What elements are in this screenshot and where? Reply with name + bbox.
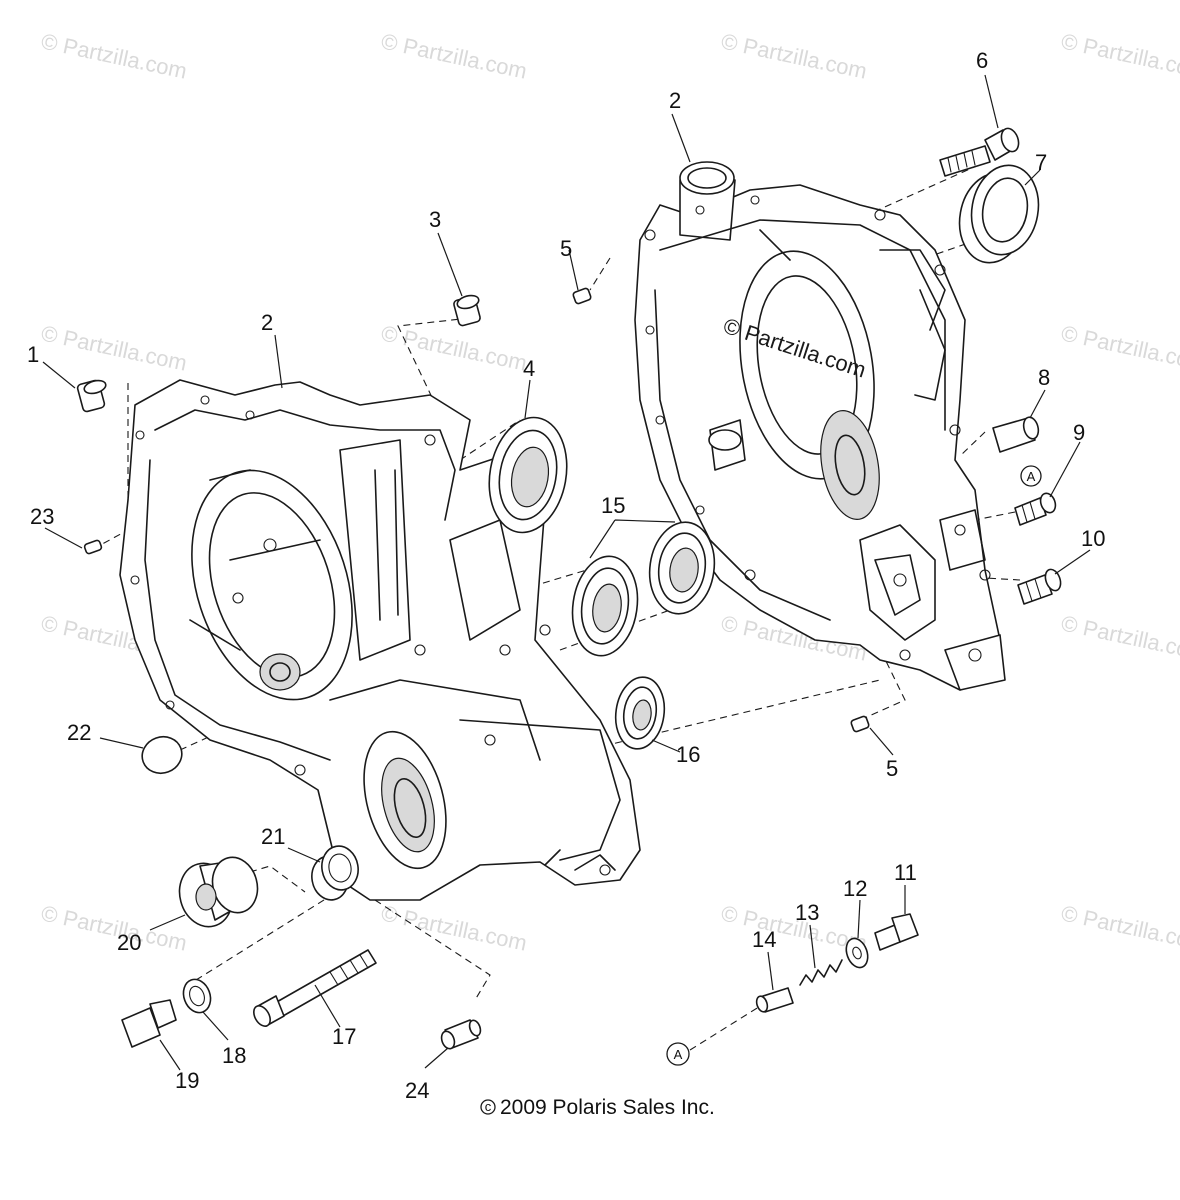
callout-19: 19 [175,1068,199,1093]
copyright-text: 2009 Polaris Sales Inc. [500,1096,715,1119]
part-24-fitting [440,1019,482,1050]
watermark: © Partzilla.com [379,28,529,83]
copyright-symbol: c [485,1099,492,1114]
part-17-long-bolt [253,949,377,1027]
watermark: © Partzilla.com [1059,28,1180,83]
part-23-pin [83,539,103,555]
part-9-fitting [1014,492,1057,526]
part-16-bearing [614,676,666,750]
callout-15: 15 [601,493,625,518]
callout-8: 8 [1038,365,1050,390]
part-22-cap [141,735,183,775]
callout-12: 12 [843,876,867,901]
watermark: © Partzilla.com [719,28,869,83]
callout-10: 10 [1081,526,1105,551]
part-3-dowel [453,294,481,327]
callout-5: 5 [886,756,898,781]
watermark: © Partzilla.com [1059,900,1180,955]
callout-5: 5 [560,236,572,261]
callout-9: 9 [1073,420,1085,445]
callout-17: 17 [332,1024,356,1049]
watermark: © Partzilla.com [379,900,529,955]
part-15-bearing-b [648,521,716,615]
watermark: © Partzilla.com [379,320,529,375]
part-4-bearing [488,416,568,534]
part-14-plunger [755,987,794,1013]
part-6-bolt [939,127,1020,177]
part-8-dowel [992,416,1040,453]
copyright-line: c 2009 Polaris Sales Inc. [480,1096,715,1119]
part-12-washer [845,937,869,969]
callout-4: 4 [523,356,535,381]
reference-marker-letter: A [674,1047,683,1062]
part-1-bushing [76,379,107,413]
part-7-seal [958,164,1040,264]
watermark: © Partzilla.com [39,900,189,955]
callout-21: 21 [261,824,285,849]
watermark: © Partzilla.com [1059,610,1180,665]
callout-18: 18 [222,1043,246,1068]
watermark: © Partzilla.com [1059,320,1180,375]
callout-14: 14 [752,927,776,952]
part-5-pin-upper [572,287,592,305]
callout-3: 3 [429,207,441,232]
reference-marker-letter: A [1027,469,1036,484]
part-11-bolt [874,913,919,951]
part-20-plug [178,856,259,928]
callout-1: 1 [27,342,39,367]
callout-11: 11 [894,860,917,885]
part-13-spring [799,959,843,986]
callout-2: 2 [261,310,273,335]
callout-13: 13 [795,900,819,925]
callout-labels: 1 2 2 3 4 5 5 6 7 8 9 10 11 12 13 14 15 … [27,48,1105,1103]
callout-2: 2 [669,88,681,113]
reference-marker-upper: A [1020,465,1042,487]
callout-20: 20 [117,930,141,955]
leader-lines [42,74,1091,1071]
callout-16: 16 [676,742,700,767]
callout-22: 22 [67,720,91,745]
callout-6: 6 [976,48,988,73]
callout-24: 24 [405,1078,429,1103]
part-18-washer [182,978,212,1014]
callout-7: 7 [1035,150,1047,175]
part-15-bearing-a [571,555,639,657]
part-5-pin-lower [850,715,870,733]
part-19-drain-plug [121,999,177,1048]
reference-marker-lower: A [666,1042,690,1066]
watermark: © Partzilla.com [39,28,189,83]
assembly-lines [94,159,1021,1051]
part-21-seal [311,845,359,901]
part-10-fitting [1017,568,1062,605]
watermark: © Partzilla.com [39,320,189,375]
crankcase-right-half [634,161,1006,691]
callout-23: 23 [30,504,54,529]
